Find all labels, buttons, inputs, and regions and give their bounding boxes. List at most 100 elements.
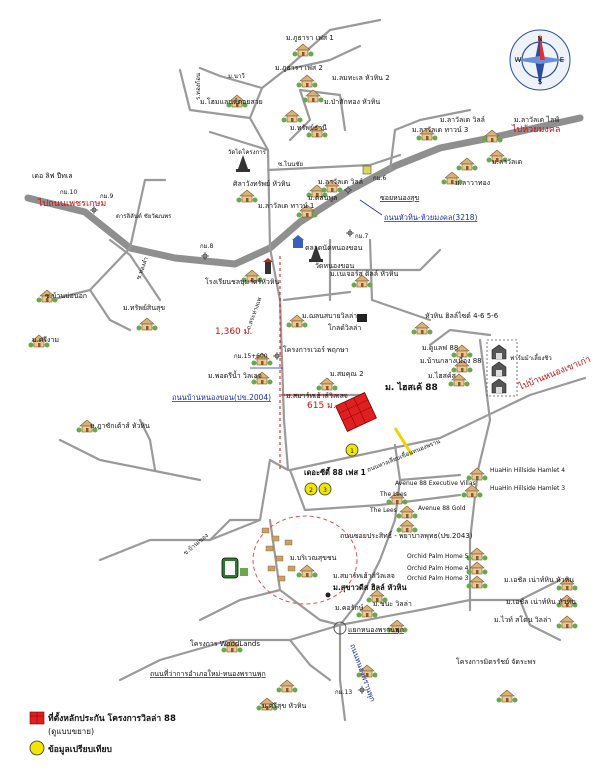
label: กม.8: [200, 243, 213, 250]
label: ม.ลาวัลเด ทาวน์ 3: [412, 126, 468, 134]
label: The Lees: [379, 491, 407, 498]
comparable-marker-1: 1: [345, 443, 359, 457]
label: ม.ภูธารา เฟส 2: [275, 64, 323, 72]
label: ซ.โนนชัย: [278, 160, 303, 168]
compass-rose: N S E W: [509, 29, 571, 91]
label: ถ.สระห่างแพ: [245, 297, 263, 331]
label: เดอะซีตี้ 88 เฟส 1: [304, 466, 366, 477]
label: Avenue 88 Gold: [418, 505, 466, 512]
label: ศิลาวังทรัพย์ หัวหิน: [233, 180, 290, 188]
temple-icon: [236, 155, 250, 172]
label: ถนนบ้านหนองขอน(ปข.2004): [172, 393, 271, 402]
label: กม.6: [373, 175, 386, 182]
label: ม.สมาร์ทเฮ้าส์วิลเลจ: [286, 392, 348, 400]
village-icons: [28, 43, 578, 711]
label: ม.ภูธารา เฟส 1: [286, 34, 334, 42]
label: กม.13: [335, 689, 352, 696]
comparable-marker-2: 2: [304, 482, 318, 496]
label: ม.ลมทะเล หัวหิน 2: [332, 74, 390, 82]
label: ม.ป่าสักทอง หัวหิน: [324, 98, 380, 106]
label: ม. ไฮสเค้ 88: [385, 381, 438, 393]
market-icon: [292, 235, 304, 248]
label: HuaHin Hillside Hamlet 4: [490, 467, 565, 474]
label: ม.สมคุณ 2: [330, 370, 364, 378]
label: ม.ลาวัลเด วิลล์: [440, 116, 485, 124]
label: ถนนที่ว่าการอำเภอใหม่-หนองพรานพุก: [150, 669, 266, 678]
svg-text:3: 3: [323, 487, 327, 494]
compass-e: E: [560, 56, 564, 64]
subject-site: [335, 392, 377, 432]
label: Orchid Palm Home 5: [407, 553, 469, 560]
yellow-marker-line: [393, 427, 414, 456]
label: ม.เอชัล เน่าท์หิน หัวหิน: [504, 576, 574, 584]
junction-icon: [333, 621, 347, 635]
legend-compare-label: ข้อมูลเปรียบเทียบ: [48, 744, 112, 755]
label: ม.ลาวัลเด วิลล์: [318, 178, 363, 186]
label: ถนนซอยประสิทธิ์ - พยาบาลพุทธ(ปข.2043): [340, 530, 473, 540]
label: ม.บ้านกลางเมือง 88: [420, 357, 482, 365]
label: ม.ดูแลฟ 88: [422, 344, 458, 352]
stadium-icon: [221, 557, 239, 579]
building-icon: [357, 314, 367, 322]
compass-s: S: [538, 78, 543, 86]
label: Avenue 88 Executive Villas: [395, 480, 476, 487]
building-icon-2: [362, 165, 372, 175]
label: ม.ทรัพย์ธานี: [290, 124, 327, 132]
label: วัดหนองขอน: [315, 262, 354, 270]
label: 1,360 ม.: [215, 327, 252, 337]
svg-text:1: 1: [350, 448, 354, 455]
label: ซ.ทองลำ: [135, 256, 150, 280]
comparable-marker-3: 3: [318, 482, 332, 496]
village-cluster: [261, 527, 296, 582]
label: ม.ลาวัลเด ไลฟ์: [514, 115, 559, 124]
label: ซ.บ้านบ่อนอก: [45, 292, 87, 300]
label: ม.พอตรีน้ำ วิลเลจ: [208, 369, 262, 380]
label: โครงการเวอร์ พฤกษา: [283, 345, 349, 354]
label: ม.ฌลนสบายวิลล่า: [302, 312, 357, 320]
label: ตลาดนัดหนองขอน: [305, 244, 363, 252]
label: ม.ลาวัลเด: [492, 158, 522, 166]
label: ม.ดสนพูล: [308, 194, 337, 202]
label: หัวหิน ฮิลล์ไซด์ 4-6 5-6: [425, 311, 499, 320]
label: ม.สุขาวดีส ฮิลล์ หัวหิน: [333, 583, 407, 592]
legend-site-label: ที่ตั้งหลักประกัน โครงการวิลล่า 88: [48, 711, 176, 724]
label: ไปห้วยมงคล: [511, 124, 560, 135]
compass-n: N: [537, 35, 542, 43]
label: ถนนหนองพรานพุก: [348, 643, 377, 703]
label: ม.ลาวาทอง: [455, 179, 490, 187]
label: ม.ทรัพย์สินสุข: [123, 304, 165, 312]
label: โกลด์วิลล่า: [328, 323, 361, 332]
school-icon: [263, 258, 273, 274]
label: ม.ชนะ วิลล่า: [373, 600, 412, 608]
label: ม.ฎาซักเต้าส์ หัวหิน: [90, 422, 150, 430]
label: กม.7: [355, 233, 368, 240]
label: ม.เนเจอร์ส ดิลล์ หัวหิน: [330, 270, 398, 278]
junction-dot: [325, 592, 331, 598]
label: โครงการ WoodLands: [190, 639, 260, 648]
label: ม.ศรีสุข หัวหิน: [262, 702, 306, 710]
label: ซอยหนองสุข: [380, 194, 419, 202]
temple-nongkhon-icon: [309, 245, 323, 262]
label: ไปถนนเพชรเกษม: [37, 198, 106, 209]
label: ม.ไวท์ สโตน วิลล่า: [494, 615, 551, 624]
label: ม.โฮมแลนด์ดอยสวย: [200, 97, 263, 106]
label: Orchid Palm Home 3: [407, 575, 469, 582]
label: โครงการมิตรรัชย์ จัดระพร: [456, 657, 536, 666]
label: 615 ม.: [307, 401, 336, 411]
label: ข.บ้านเของ: [182, 532, 210, 557]
horse-farm-barns: [486, 339, 518, 397]
label: ม.ศรีงาม: [32, 336, 59, 344]
label: ถนนหัวหิน-ห้วยมงคล(3218): [384, 213, 478, 222]
building-icon-3: [240, 568, 248, 576]
label: ม.เอชัล เน่าท์หิน หัวหิน: [506, 598, 576, 606]
label: แยกหนองพรานพุก: [348, 626, 404, 634]
label: กม.10: [60, 189, 77, 196]
label: ม.ลาวัลเด ทาวน์ 1: [258, 202, 314, 210]
label: ร.ทองก้อน: [195, 73, 202, 100]
label: โรงเรียนชลบุมาตร์หัวหิน: [205, 277, 279, 286]
label: ดารลิลันด์ ชัยวัฒนพร: [116, 212, 172, 220]
label: ม.ไฮสค์ส: [428, 371, 457, 380]
route-3218-pointer: [359, 199, 383, 216]
label: The Lees: [369, 507, 397, 514]
